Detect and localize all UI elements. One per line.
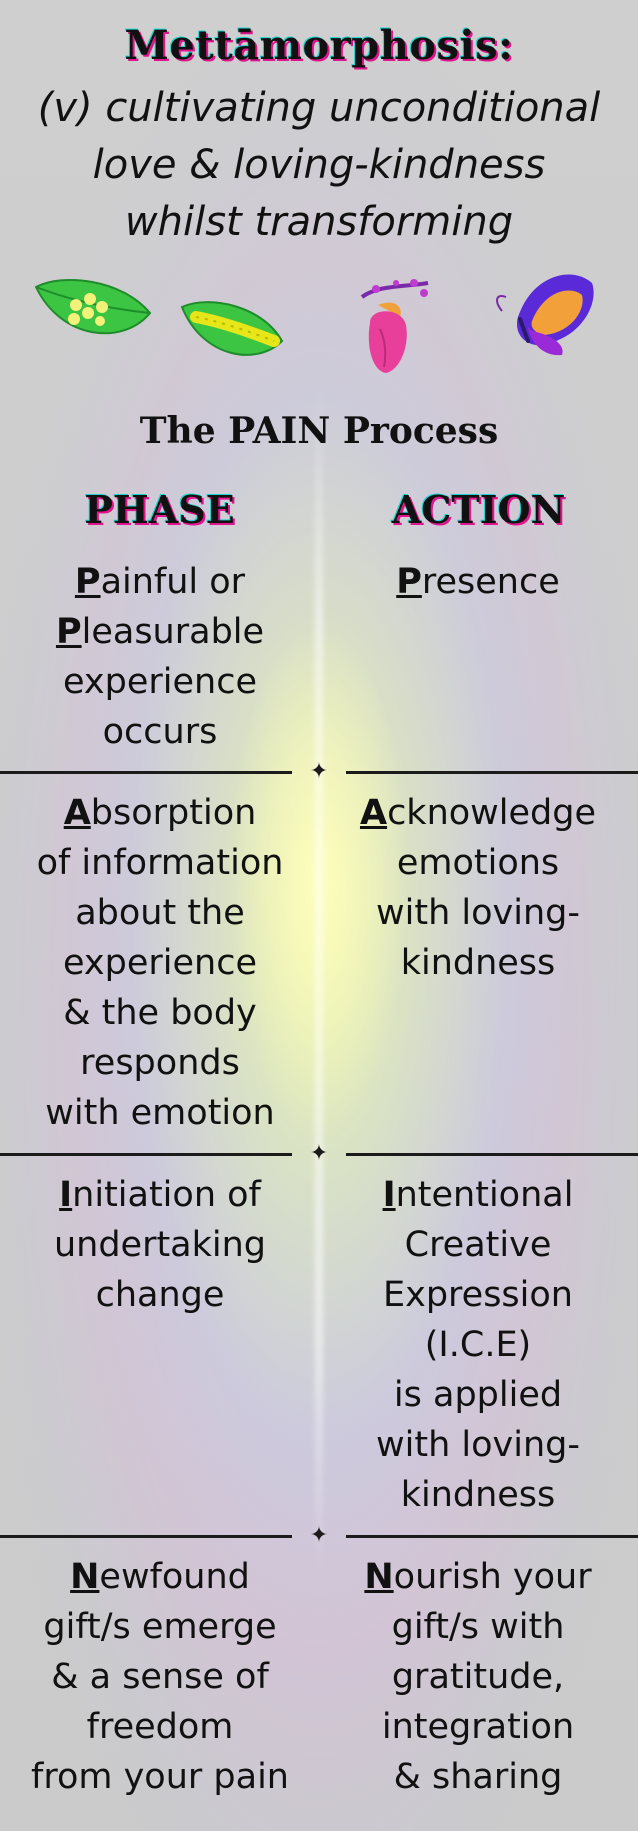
cell-line: with loving- [376,1425,580,1465]
cell-line: from your pain [31,1757,289,1797]
row-divider: ✦ [0,1142,638,1166]
phase-column-header: PHASE [84,487,235,532]
cell-line: experience [63,662,257,702]
cell-line: Initiation of [59,1175,261,1215]
star-icon: ✦ [309,759,329,784]
cell-line: Intentional [382,1175,574,1215]
cell-line: gratitude, [391,1657,565,1697]
cell-line: occurs [102,712,218,752]
cell-line: Presence [396,562,560,602]
action-cell-p: Presence [323,557,633,607]
cell-line: undertaking [53,1225,267,1265]
cell-line: gift/s with [391,1607,565,1647]
cell-line: Expression [383,1275,573,1315]
cell-line: experience [63,943,257,983]
initial-letter: A [63,793,91,833]
cell-line: & the body [63,993,257,1033]
initial-letter: P [396,562,422,602]
cell-line: (I.C.E) [424,1325,532,1365]
leaf-eggs-icon [34,278,152,335]
action-cell-i: Intentional Creative Expression (I.C.E) … [323,1170,633,1520]
subtitle-line: love & loving-kindness [92,142,546,188]
section-title: The PAIN Process [139,410,499,452]
subtitle: (v) cultivating unconditional love & lov… [0,80,638,251]
initial-letter: I [59,1175,73,1215]
cell-line: Creative [404,1225,552,1265]
cell-line: emotions [396,843,560,883]
cell-line: with emotion [45,1093,275,1133]
phase-cell-n: Newfound gift/s emerge & a sense of free… [5,1552,315,1802]
cell-line: & a sense of [51,1657,269,1697]
cell-line: & sharing [393,1757,563,1797]
cell-line: integration [381,1707,575,1747]
cell-line: change [95,1275,225,1315]
cell-line: Newfound [70,1557,250,1597]
cell-line: freedom [86,1707,234,1747]
phase-cell-i: Initiation of undertaking change [5,1170,315,1320]
page-title: Mettāmorphosis: [124,22,514,69]
row-divider: ✦ [0,760,638,784]
lifecycle-icons [0,265,638,385]
phase-cell-a: Absorption of information about the expe… [5,788,315,1138]
cell-line: gift/s emerge [43,1607,277,1647]
initial-letter: P [55,612,82,652]
action-column-header: ACTION [391,487,566,532]
row-divider: ✦ [0,1524,638,1548]
initial-letter: I [382,1175,396,1215]
cell-line: with loving- [376,893,580,933]
initial-letter: N [70,1557,100,1597]
butterfly-icon [496,274,594,356]
cell-line: Acknowledge [359,793,597,833]
initial-letter: A [359,793,388,833]
cell-line: about the [75,893,245,933]
light-beam [315,380,323,1580]
subtitle-line: whilst transforming [124,199,514,245]
cell-line: of information [36,843,284,883]
action-cell-n: Nourish your gift/s with gratitude, inte… [323,1552,633,1802]
chrysalis-icon [360,279,429,373]
cell-line: Absorption [63,793,257,833]
cell-line: Pleasurable [55,612,265,652]
phase-cell-p: Painful or Pleasurable experience occurs [5,557,315,757]
cell-line: is applied [393,1375,563,1415]
initial-letter: N [364,1557,394,1597]
cell-line: kindness [400,943,556,983]
action-cell-a: Acknowledge emotions with loving- kindne… [323,788,633,988]
cell-line: Painful or [74,562,246,602]
cell-line: responds [80,1043,240,1083]
initial-letter: P [74,562,101,602]
star-icon: ✦ [309,1141,329,1166]
star-icon: ✦ [309,1523,329,1548]
cell-line: kindness [400,1475,556,1515]
leaf-caterpillar-icon [180,301,284,356]
cell-line: Nourish your [364,1557,592,1597]
subtitle-line: (v) cultivating unconditional [37,85,601,131]
